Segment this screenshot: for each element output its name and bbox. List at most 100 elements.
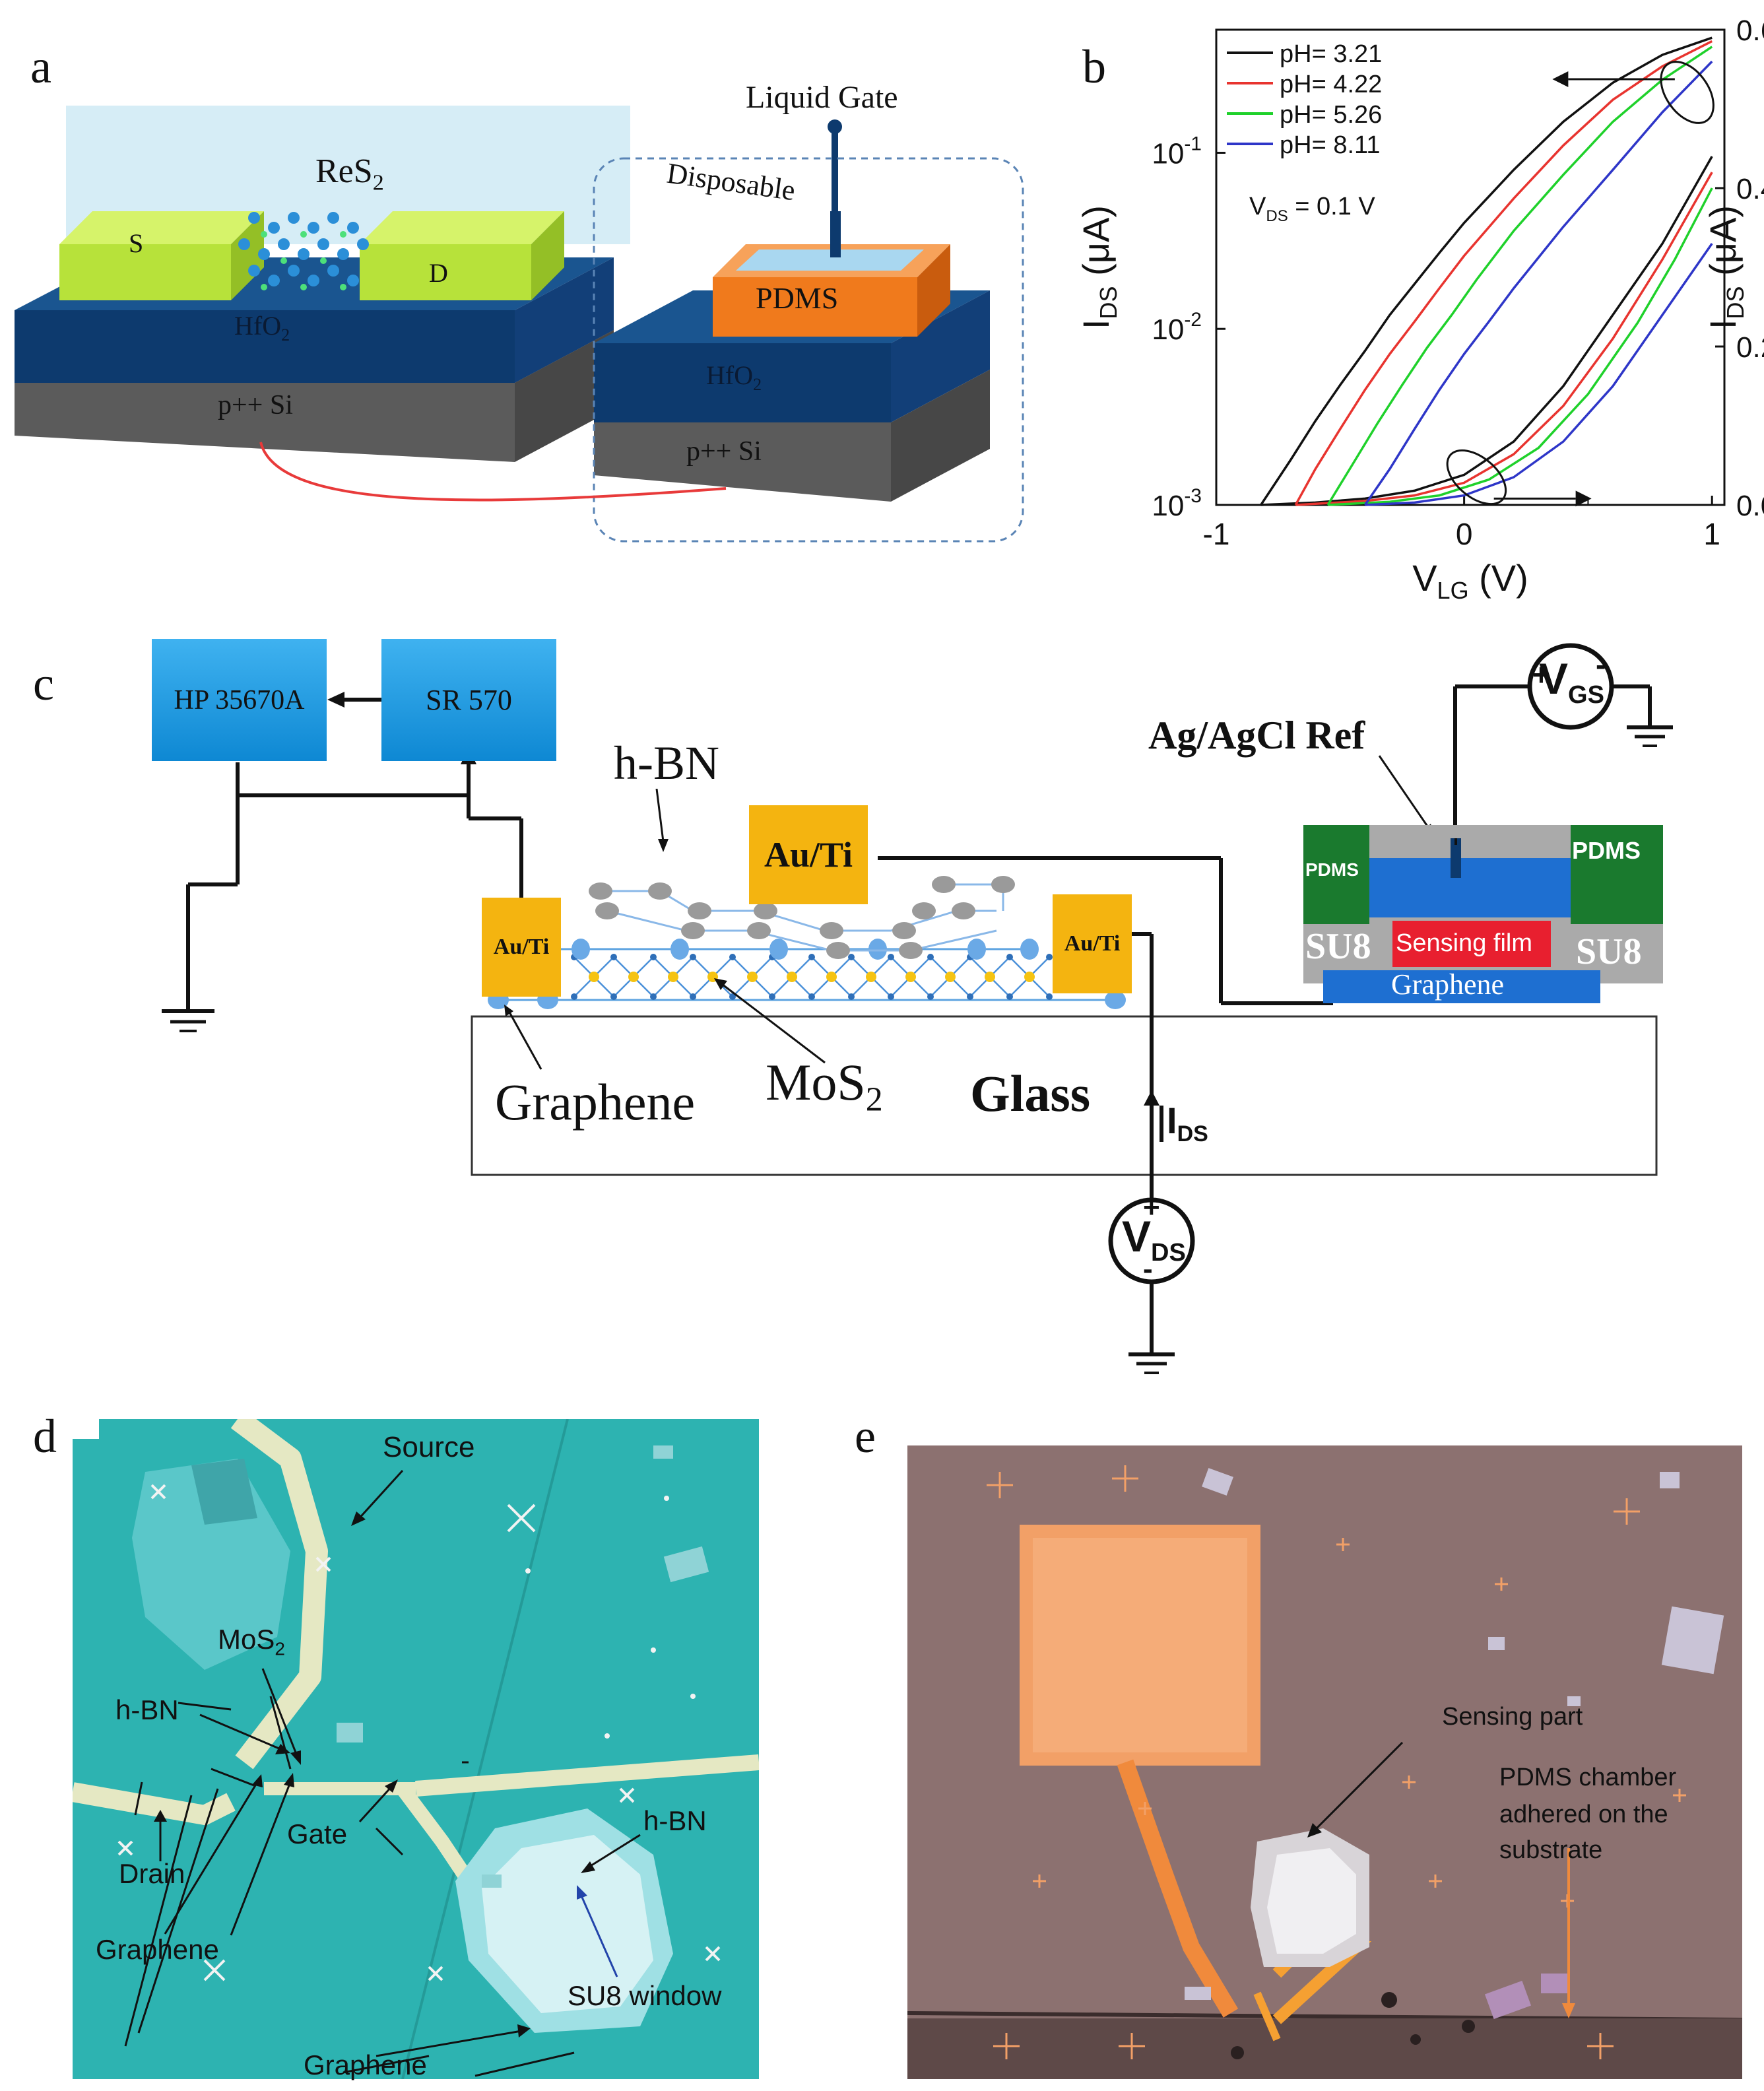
x-axis-label: VLG (V) <box>1412 557 1528 604</box>
panel-b: b -1 0 1 10-3 10-2 10-1 0.0 0.2 0.4 0.6VLG (V) IDS… <box>1029 0 1764 620</box>
ids-label-c: IDS <box>1167 1100 1208 1147</box>
y-right-tick-label-1: 0.2 <box>1736 331 1764 364</box>
d-su8-arrow <box>577 1885 618 1977</box>
au-ti-left: Au/Ti <box>482 898 561 997</box>
si-label-right: p++ Si <box>686 436 762 467</box>
hbn-label-c: h-BN <box>614 737 719 789</box>
sr570-box: SR 570 <box>381 639 556 761</box>
x-tick-label-0: -1 <box>1203 517 1230 551</box>
e-pdms-line2: adhered on the <box>1499 1801 1668 1828</box>
series-linear-line-0 <box>1260 156 1713 506</box>
legend-label-0: pH= 3.21 <box>1280 40 1382 68</box>
hfo2-label-left: HfO2 <box>234 311 290 345</box>
x-tick-label-1: 0 <box>1456 517 1473 551</box>
y-left-tick-label-2: 10-1 <box>1152 133 1202 170</box>
d-graphene2-arrow <box>376 2024 531 2057</box>
y-left-tick-label-0: 10-3 <box>1152 485 1202 522</box>
series-linear-line-3 <box>1365 243 1713 506</box>
d-graphene2-label: Graphene <box>304 2049 427 2080</box>
y-left-tick-label-1: 10-2 <box>1152 309 1202 346</box>
d-source-label: Source <box>383 1431 475 1463</box>
vgs-minus: - <box>1596 647 1606 682</box>
d-mos2-label: MoS2 <box>218 1624 285 1659</box>
micrograph-d <box>73 1419 759 2079</box>
ag-agcl-label: Ag/AgCl Ref <box>1148 714 1365 757</box>
vds-annotation: VDS = 0.1 V <box>1249 193 1375 225</box>
hp-analyzer-label: HP 35670A <box>174 684 305 715</box>
device-schematic-a <box>15 106 1024 543</box>
y-right-tick-label-3: 0.6 <box>1736 15 1764 47</box>
d-graphene-arrows <box>164 1773 294 1936</box>
e-pdms-line3: substrate <box>1499 1836 1603 1864</box>
d-mos2-arrow <box>261 1668 301 1765</box>
series-log-line-2 <box>1326 46 1713 506</box>
vds-label-c: VDS <box>1122 1212 1186 1267</box>
panel-c: c <box>0 620 1764 1393</box>
vgs-label: VGS <box>1539 654 1604 710</box>
y-axis-left-label: IDS (μA) <box>1075 205 1122 329</box>
source-label: S <box>129 228 144 258</box>
pdms-right-label: PDMS <box>1572 837 1641 864</box>
d-gate-arrow <box>358 1779 398 1823</box>
d-hbn-arrow <box>199 1713 290 1754</box>
d-su8-label: SU8 window <box>568 1980 722 2011</box>
hp-analyzer-box: HP 35670A <box>152 639 327 761</box>
ellipse-log-marker <box>1660 61 1715 124</box>
arrowhead-right <box>1575 490 1592 507</box>
d-hbn2-label: h-BN <box>643 1805 707 1836</box>
au-ti-right-label: Au/Ti <box>1064 931 1121 956</box>
micrograph-e <box>907 1445 1742 2079</box>
y-axis-right-label: IDS (μA) <box>1702 205 1749 329</box>
y-right-tick-label-2: 0.4 <box>1736 173 1764 205</box>
d-drain-arrow <box>154 1810 167 1861</box>
d-hbn-label: h-BN <box>115 1694 179 1725</box>
sr570-label: SR 570 <box>426 684 512 716</box>
d-hbn2-arrow <box>581 1834 641 1873</box>
au-ti-top-label: Au/Ti <box>764 835 853 875</box>
transfer-curve-chart: -1 0 1 10-3 10-2 10-1 0.0 0.2 0.4 0.6VLG (V) IDS (… <box>1075 15 1764 604</box>
graphene-layer-label: Graphene <box>1391 968 1505 1001</box>
graphene-arrow-c <box>504 1005 542 1070</box>
d-source-arrow <box>351 1469 404 1526</box>
mos2-arrow-c <box>714 978 826 1064</box>
arrowhead-left <box>1552 71 1569 87</box>
vgs-plus: + <box>1532 657 1550 692</box>
hbn-arrow-c <box>655 789 669 852</box>
panel-e: e <box>766 1406 1764 2091</box>
d-drain-label: Drain <box>119 1858 185 1889</box>
panel-label-e: e <box>855 1410 876 1463</box>
panel-label-b: b <box>1082 40 1106 93</box>
mos2-label-c: MoS2 <box>766 1053 883 1119</box>
panel-d: d <box>0 1406 766 2091</box>
liquid-gate-label: Liquid Gate <box>746 80 898 115</box>
hfo2-label-right: HfO2 <box>706 360 762 394</box>
panel-a: a <box>0 0 1029 581</box>
graphene-label-c: Graphene <box>495 1073 696 1131</box>
su8-left-label: SU8 <box>1305 926 1371 967</box>
vds-plus: + <box>1143 1191 1160 1224</box>
drain-label: D <box>429 258 448 288</box>
su8-right-label: SU8 <box>1576 931 1642 972</box>
y-right-tick-label-0: 0.0 <box>1736 490 1764 522</box>
legend-label-2: pH= 5.26 <box>1280 101 1382 129</box>
glass-label: Glass <box>970 1065 1091 1122</box>
series-linear-line-1 <box>1295 172 1713 506</box>
x-tick-label-2: 1 <box>1703 517 1720 551</box>
series-linear-line-2 <box>1327 187 1713 506</box>
pdms-label-a: PDMS <box>756 281 839 315</box>
au-ti-left-label: Au/Ti <box>493 935 550 959</box>
series-log-line-3 <box>1363 60 1713 506</box>
sensing-film-label: Sensing film <box>1396 929 1532 957</box>
panel-label-a: a <box>30 40 51 93</box>
d-graphene-label: Graphene <box>96 1934 219 1965</box>
pdms-left-label: PDMS <box>1305 859 1359 880</box>
ellipse-linear-marker <box>1446 449 1507 506</box>
legend-label-1: pH= 4.22 <box>1280 71 1382 98</box>
e-sensing-label: Sensing part <box>1442 1703 1583 1731</box>
series-log-line-1 <box>1294 40 1713 506</box>
circuit-schematic-c <box>162 643 1673 1374</box>
au-ti-top: Au/Ti <box>749 805 868 904</box>
series-log-line-0 <box>1260 36 1713 506</box>
e-pdms-line1: PDMS chamber <box>1499 1764 1677 1791</box>
plot-frame <box>1215 28 1726 506</box>
